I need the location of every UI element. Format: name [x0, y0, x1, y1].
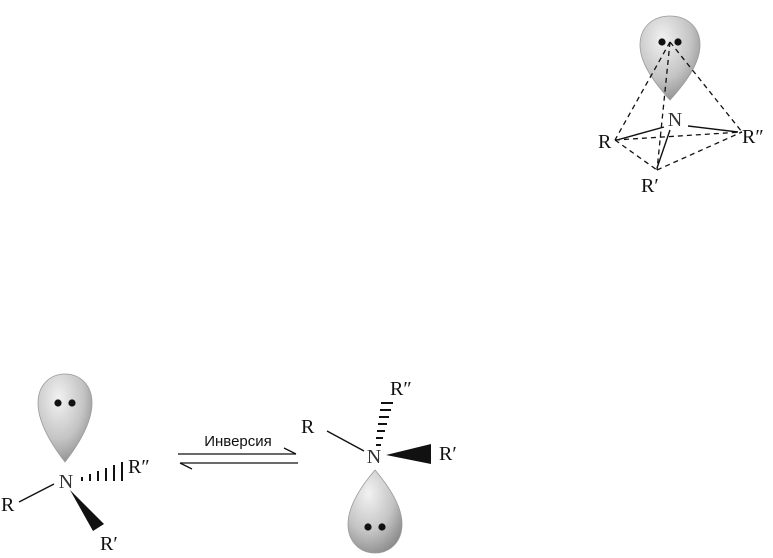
- lone-pair-electron: [364, 523, 372, 531]
- lone-pair-lobe: [347, 469, 403, 554]
- substituent-r1: R′: [641, 175, 659, 197]
- lone-pair-electron: [68, 399, 76, 407]
- dashed-edge: [656, 41, 671, 171]
- right-molecule: N R R″ R′: [301, 378, 457, 554]
- atom-n: N: [59, 471, 73, 493]
- substituent-r: R: [1, 494, 15, 516]
- equilibrium-arrows: Инверсия: [178, 433, 298, 470]
- left-molecule: N R R″ R′: [1, 373, 150, 555]
- hashed-bond-n-r2: [376, 402, 393, 446]
- lone-pair-lobe: [639, 15, 701, 101]
- lone-pair-electron: [54, 399, 62, 407]
- bond-n-r: [18, 483, 55, 503]
- dashed-edge: [669, 41, 743, 133]
- substituent-r1: R′: [439, 443, 457, 465]
- bond-n-r2: [687, 125, 739, 133]
- lone-pair-electron: [658, 38, 666, 46]
- inversion-label: Инверсия: [204, 433, 272, 450]
- substituent-r2: R″: [128, 456, 150, 478]
- substituent-r: R: [301, 416, 315, 438]
- hashed-bond-n-r2: [81, 462, 123, 481]
- lone-pair-lobe: [37, 373, 93, 463]
- bond-n-r: [616, 126, 665, 141]
- wedge-bond-n-r1: [70, 490, 104, 531]
- substituent-r2: R″: [742, 126, 764, 148]
- forward-arrowhead: [283, 447, 297, 455]
- lone-pair-electron: [674, 38, 682, 46]
- substituent-r: R: [598, 131, 612, 153]
- bond-n-r: [326, 430, 365, 452]
- wedge-bond-n-r1: [386, 444, 431, 464]
- backward-arrowhead: [179, 462, 193, 470]
- dashed-edge: [614, 131, 743, 141]
- dashed-edge: [656, 131, 743, 171]
- dashed-edge: [614, 139, 658, 171]
- pyramid-geometry: N R R″ R′: [598, 15, 764, 197]
- dashed-edge: [614, 41, 671, 141]
- atom-n: N: [367, 446, 381, 468]
- atom-n: N: [668, 109, 682, 131]
- bond-n-r1: [656, 129, 671, 169]
- substituent-r1: R′: [100, 533, 118, 555]
- lone-pair-electron: [378, 523, 386, 531]
- substituent-r2: R″: [390, 378, 412, 400]
